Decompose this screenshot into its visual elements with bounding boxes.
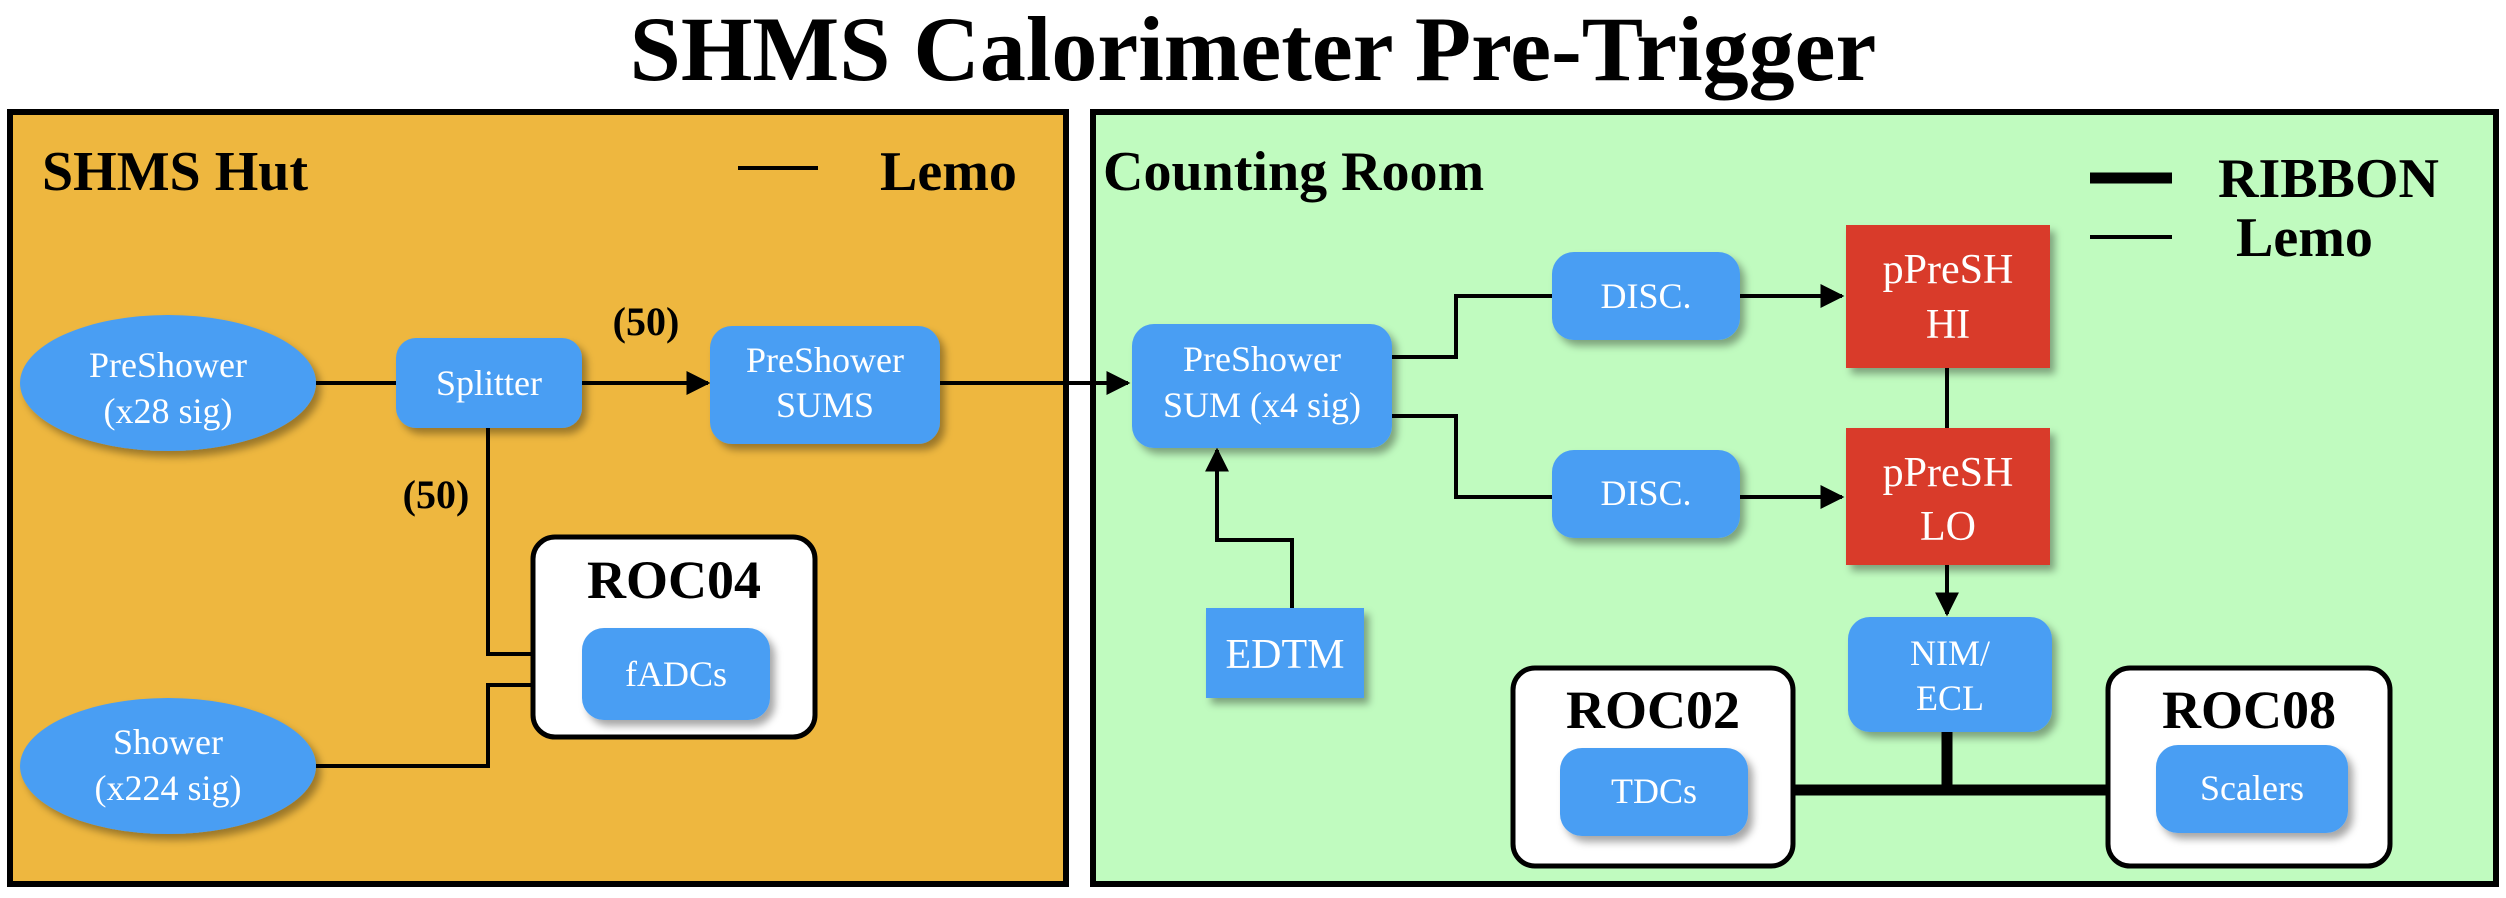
scalers-label: Scalers	[2200, 768, 2304, 808]
nim-ecl-node: NIM/ ECL	[1848, 617, 2052, 732]
disc-top-node: DISC.	[1552, 252, 1740, 340]
roc08-label: ROC08	[2162, 680, 2336, 740]
roc04-box: ROC04 fADCs	[530, 534, 818, 740]
preshower-sums-label-1: PreShower	[746, 340, 904, 380]
roc02-box: ROC02 TDCs	[1510, 665, 1796, 869]
nim-ecl-label-2: ECL	[1916, 678, 1984, 718]
fadcs-node	[582, 628, 770, 720]
wire-sum-disc-bottom	[1392, 414, 1552, 499]
shms-hut-heading: SHMS Hut	[42, 141, 308, 203]
nim-ecl-label-1: NIM/	[1910, 633, 1990, 673]
shower-node: Shower (x224 sig)	[20, 698, 316, 834]
disc-top-label: DISC.	[1600, 276, 1691, 316]
ppresh-lo-label-2: LO	[1920, 504, 1976, 550]
edtm-label: EDTM	[1226, 632, 1345, 678]
preshower-label-2: (x28 sig)	[104, 391, 233, 431]
ppresh-hi-label-2: HI	[1926, 302, 1970, 348]
preshower-node: PreShower (x28 sig)	[20, 315, 316, 451]
ppresh-hi-label-1: pPreSH	[1883, 247, 2014, 293]
label-50-down: (50)	[403, 472, 470, 517]
wire-edtm-sum	[1205, 447, 1294, 608]
preshower-sum-label-1: PreShower	[1183, 339, 1341, 379]
preshower-sum-node: PreShower SUM (x4 sig)	[1132, 324, 1392, 448]
tdcs-node	[1560, 748, 1748, 836]
roc02-label: ROC02	[1566, 680, 1740, 740]
preshower-sums-node: PreShower SUMS	[710, 326, 940, 444]
tdcs-label: TDCs	[1611, 771, 1697, 811]
ppresh-hi-node: pPreSH HI	[1846, 225, 2050, 368]
preshower-sum-label-2: SUM (x4 sig)	[1163, 385, 1361, 425]
wire-sum-disc-top	[1392, 294, 1552, 359]
counting-room-heading: Counting Room	[1103, 141, 1484, 203]
preshower-label-1: PreShower	[89, 345, 247, 385]
hut-legend-lemo-label: Lemo	[880, 141, 1017, 203]
ppresh-lo-label-1: pPreSH	[1883, 450, 2014, 496]
splitter-label: Splitter	[436, 363, 542, 403]
shower-label-1: Shower	[113, 722, 223, 762]
roc08-box: ROC08 Scalers	[2105, 665, 2393, 869]
scalers-node	[2156, 745, 2348, 833]
preshower-sums-label-2: SUMS	[776, 385, 874, 425]
ppresh-lo-node: pPreSH LO	[1846, 428, 2050, 565]
room-legend-ribbon-label: RIBBON	[2218, 148, 2439, 210]
fadcs-label: fADCs	[625, 654, 727, 694]
label-50-top: (50)	[613, 299, 680, 344]
room-legend-lemo-label: Lemo	[2236, 207, 2373, 269]
shower-label-2: (x224 sig)	[95, 768, 242, 808]
diagram-title: SHMS Calorimeter Pre-Trigger	[629, 0, 1877, 100]
splitter-node: Splitter	[396, 338, 582, 428]
disc-bottom-node: DISC.	[1552, 450, 1740, 538]
edtm-node: EDTM	[1206, 608, 1364, 698]
disc-bottom-label: DISC.	[1600, 473, 1691, 513]
roc04-label: ROC04	[587, 550, 761, 610]
